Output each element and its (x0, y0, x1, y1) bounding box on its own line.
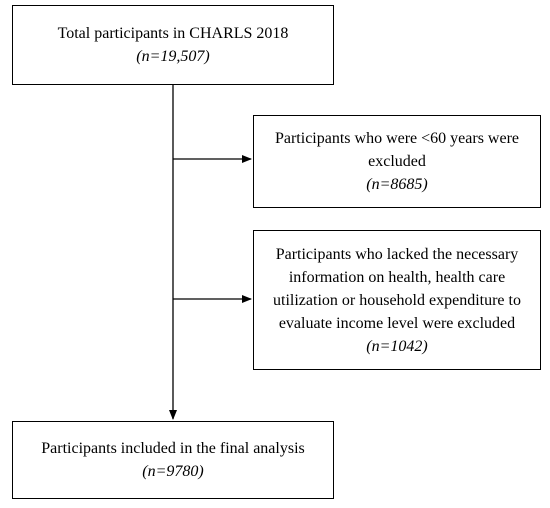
info-exclusion-box: Participants who lacked the necessary in… (253, 230, 541, 370)
final-analysis-count: (n=9780) (142, 463, 204, 480)
final-analysis-box: Participants included in the final analy… (12, 421, 334, 499)
age-exclusion-box: Participants who were <60 years were exc… (253, 115, 541, 208)
info-exclusion-line-3: utilization or household expenditure to (273, 291, 521, 309)
age-exclusion-line-1: Participants who were <60 years were (274, 130, 520, 147)
info-exclusion-line-1: Participants who lacked the necessary (275, 245, 519, 263)
info-exclusion-line-2: information on health, health care (288, 268, 506, 286)
final-analysis-label: Participants included in the final analy… (41, 440, 305, 457)
age-exclusion-line-2: excluded (368, 153, 426, 170)
total-participants-box: Total participants in CHARLS 2018 (n=19,… (12, 5, 334, 85)
info-exclusion-count: (n=1042) (366, 337, 428, 355)
age-exclusion-count: (n=8685) (366, 176, 428, 193)
info-exclusion-line-4: evaluate income level were excluded (278, 314, 516, 332)
total-participants-count: (n=19,507) (136, 48, 210, 65)
total-participants-label: Total participants in CHARLS 2018 (57, 25, 289, 42)
